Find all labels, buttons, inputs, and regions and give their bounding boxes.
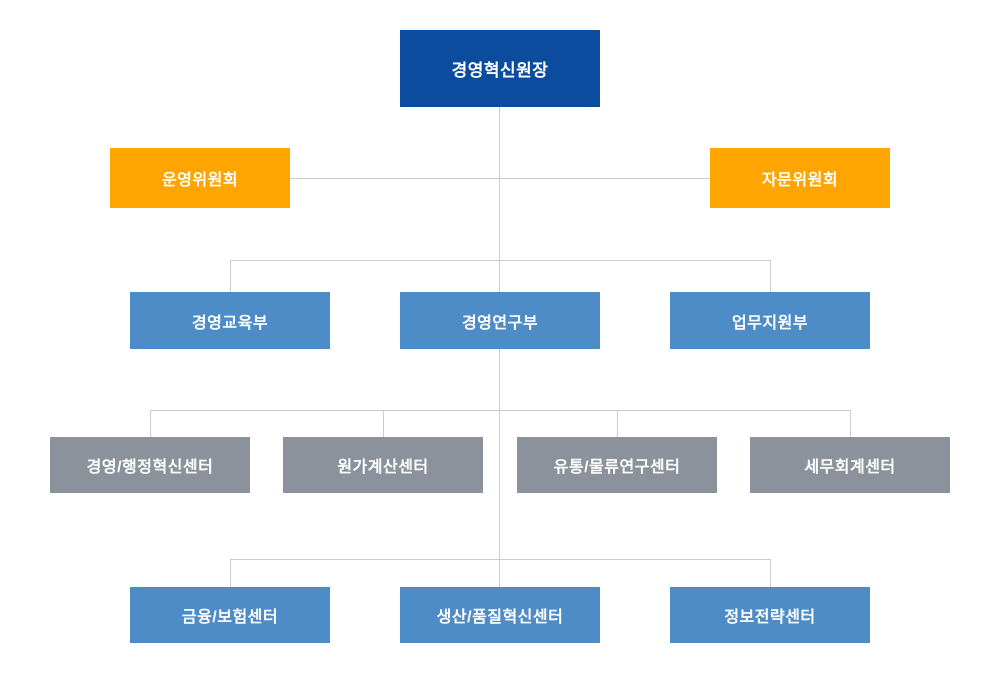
node-management-admin-innovation-center: 경영/행정혁신센터 (50, 437, 250, 493)
node-info-strategy-center: 정보전략센터 (670, 587, 870, 643)
node-management-research-dept: 경영연구부 (400, 292, 600, 349)
connector-drop-center-1 (150, 410, 151, 437)
node-production-quality-innovation-center: 생산/품질혁신센터 (400, 587, 600, 643)
connector-drop-dept-1 (230, 260, 231, 292)
connector-departments-horizontal (230, 260, 771, 261)
node-tax-accounting-center: 세무회계센터 (750, 437, 950, 493)
connector-drop-center-3 (617, 410, 618, 437)
node-distribution-logistics-research-center: 유통/물류연구센터 (517, 437, 717, 493)
node-management-innovation-director: 경영혁신원장 (400, 30, 600, 107)
connector-drop-dept-3 (770, 260, 771, 292)
node-cost-accounting-center: 원가계산센터 (283, 437, 483, 493)
connector-drop-center-2 (383, 410, 384, 437)
node-advisory-committee: 자문위원회 (710, 148, 890, 208)
node-management-education-dept: 경영교육부 (130, 292, 330, 349)
node-operating-committee: 운영위원회 (110, 148, 290, 208)
connector-drop-center-5 (230, 559, 231, 587)
connector-centers-row1-horizontal (150, 410, 851, 411)
connector-root-to-departments (499, 107, 500, 292)
node-business-support-dept: 업무지원부 (670, 292, 870, 349)
connector-committees (290, 178, 710, 179)
connector-research-to-centers (499, 349, 500, 587)
connector-drop-center-4 (850, 410, 851, 437)
node-finance-insurance-center: 금융/보험센터 (130, 587, 330, 643)
connector-drop-center-7 (770, 559, 771, 587)
connector-centers-row2-horizontal (230, 559, 771, 560)
